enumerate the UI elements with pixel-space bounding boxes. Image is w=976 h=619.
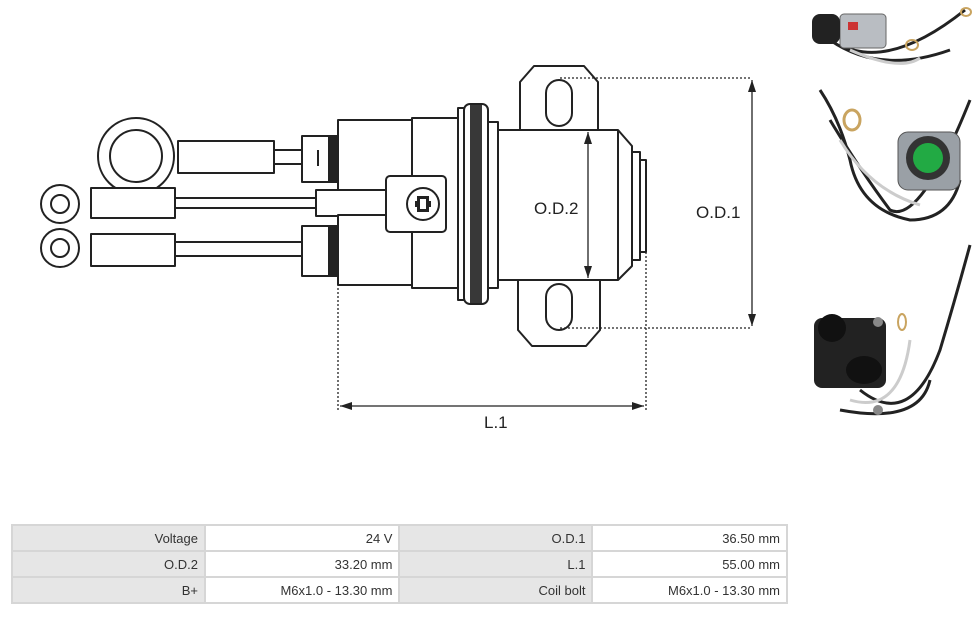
od1-label: O.D.1 xyxy=(696,203,740,222)
ring-terminal-upper xyxy=(40,184,387,224)
table-row: B+ M6x1.0 - 13.30 mm Coil bolt M6x1.0 - … xyxy=(11,576,788,604)
table-row: Voltage 24 V O.D.1 36.50 mm xyxy=(11,524,788,552)
spec-value: 33.20 mm xyxy=(203,550,401,578)
mounting-ear-bottom xyxy=(517,279,601,347)
spec-value: 36.50 mm xyxy=(591,524,788,552)
spec-key: O.D.2 xyxy=(11,550,206,578)
product-photo-front xyxy=(800,80,976,240)
spec-key: L.1 xyxy=(398,550,594,578)
product-photo-rear xyxy=(800,240,976,430)
od2-label: O.D.2 xyxy=(534,199,578,218)
spec-value: 24 V xyxy=(203,524,401,552)
spec-key: Coil bolt xyxy=(398,576,594,604)
solenoid-diagram: O.D.1 O.D.2 L.1 xyxy=(40,65,756,432)
ring-terminal-large xyxy=(97,117,339,195)
table-row: O.D.2 33.20 mm L.1 55.00 mm xyxy=(11,550,788,578)
ring-terminal-lower xyxy=(40,225,341,277)
spec-key: O.D.1 xyxy=(398,524,594,552)
spec-key: Voltage xyxy=(11,524,206,552)
l1-label: L.1 xyxy=(484,413,508,432)
spec-table: Voltage 24 V O.D.1 36.50 mm O.D.2 33.20 … xyxy=(11,524,788,604)
product-photo-side xyxy=(800,0,976,80)
spec-value: 55.00 mm xyxy=(591,550,788,578)
spec-key: B+ xyxy=(11,576,206,604)
solenoid-body xyxy=(497,129,647,281)
mounting-ear-top xyxy=(519,65,599,131)
spec-value: M6x1.0 - 13.30 mm xyxy=(591,576,788,604)
spec-value: M6x1.0 - 13.30 mm xyxy=(203,576,401,604)
